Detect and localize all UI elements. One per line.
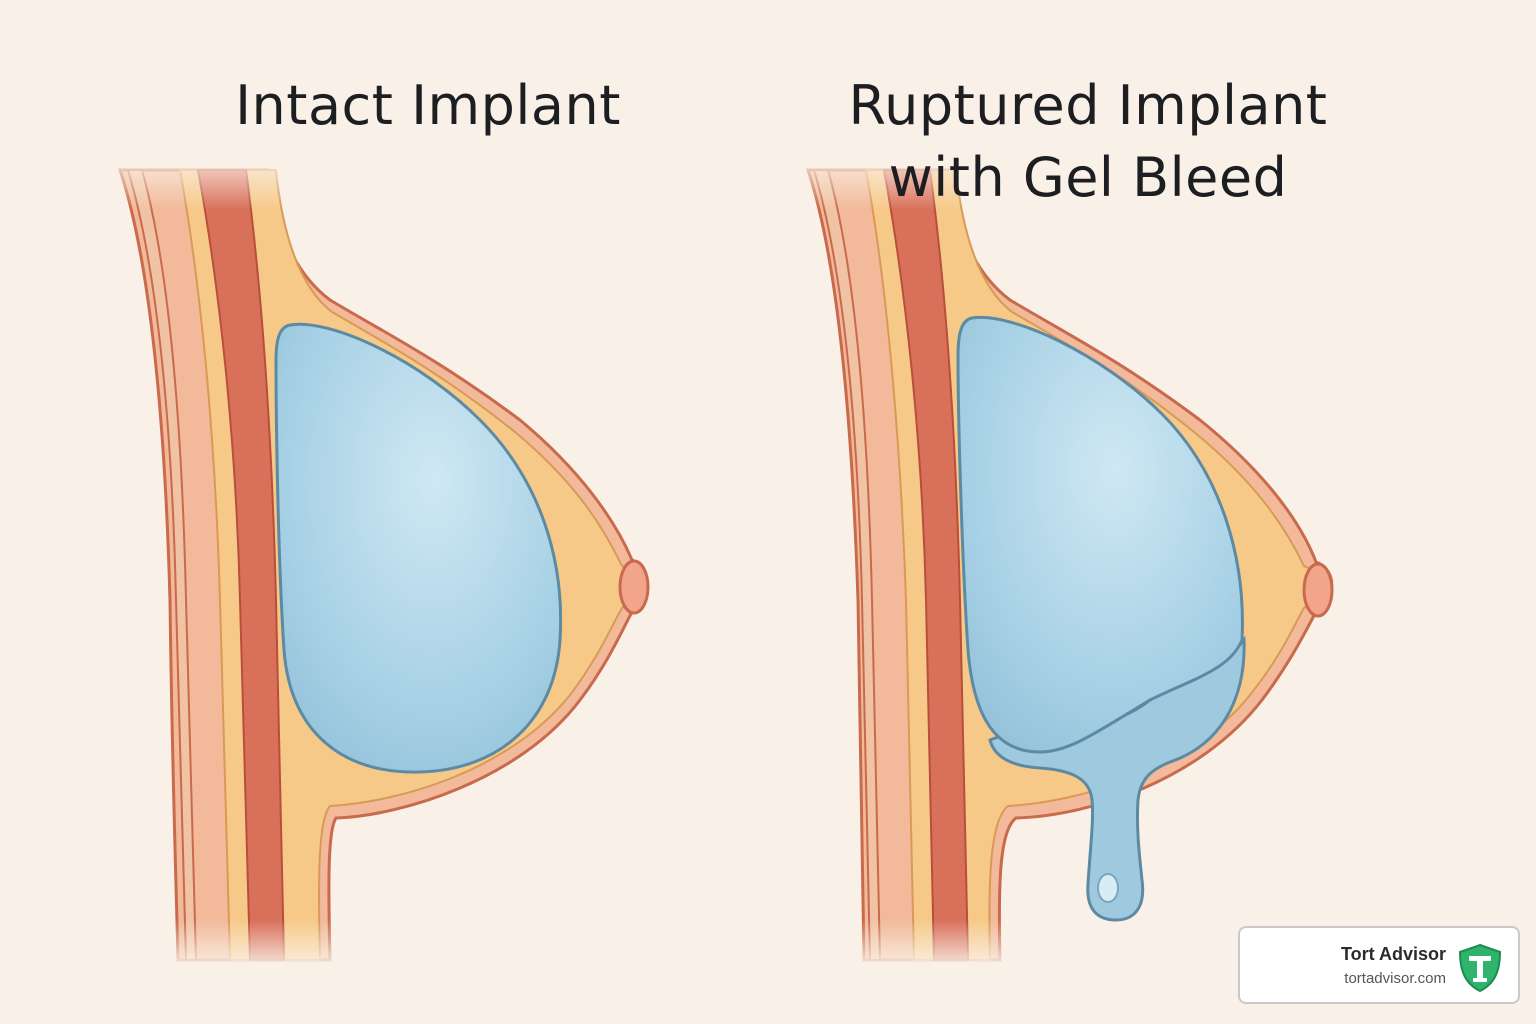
intact-implant-figure — [100, 150, 650, 970]
left-top-fade — [100, 150, 320, 210]
ruptured-title-line-1: Ruptured Implant — [848, 74, 1328, 137]
right-nipple — [1302, 562, 1334, 618]
right-top-fade — [790, 150, 1010, 210]
brand-url[interactable]: tortadvisor.com — [1344, 970, 1446, 987]
brand-badge[interactable]: Tort Advisor tortadvisor.com — [1238, 926, 1520, 1004]
left-bottom-fade — [160, 920, 360, 970]
brand-name: Tort Advisor — [1340, 944, 1446, 964]
ruptured-implant-title: Ruptured Implant with Gel Bleed — [808, 70, 1368, 214]
right-bottom-fade — [840, 920, 1020, 970]
ruptured-implant-figure — [790, 150, 1334, 970]
right-implant — [956, 315, 1244, 754]
left-nipple — [618, 559, 650, 615]
intact-implant-title: Intact Implant — [235, 74, 621, 137]
shield-pillar-icon — [1458, 943, 1502, 993]
gel-droplet-highlight — [1097, 873, 1119, 903]
left-implant — [274, 322, 563, 774]
ruptured-title-line-2: with Gel Bleed — [888, 146, 1288, 209]
